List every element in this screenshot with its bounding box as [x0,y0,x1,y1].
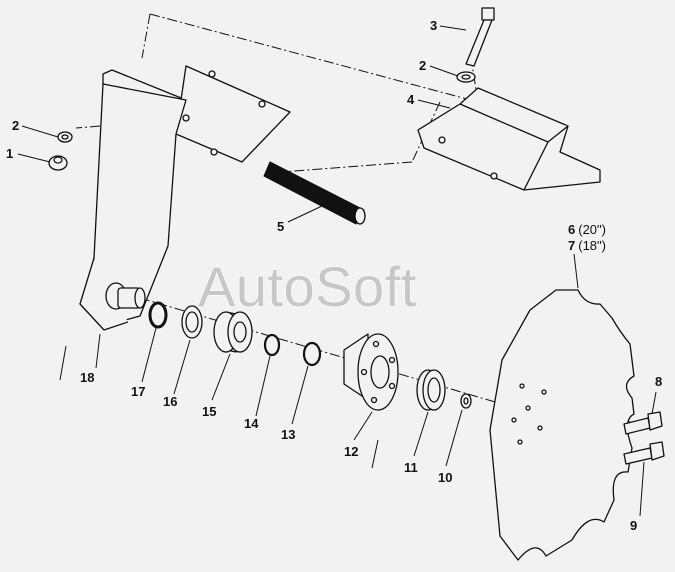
part-9-bolt [623,441,665,465]
part-6-7-disc-blade [489,289,635,561]
callout-7: 7(18") [568,238,606,253]
callout-7-size: (18") [578,238,606,253]
leader-lines [17,25,657,517]
callout-16: 16 [163,394,177,409]
callout-14: 14 [244,416,259,431]
callout-labels: 1 2 3 2 4 5 6(20") 7(18") 8 9 10 11 12 1… [6,18,662,533]
callout-6: 6(20") [568,222,606,237]
callout-6-number: 6 [568,222,575,237]
part-8-bolt [623,411,663,435]
callout-5: 5 [277,219,284,234]
callout-11: 11 [404,460,418,475]
callout-8: 8 [655,374,662,389]
callout-3: 3 [430,18,437,33]
callout-7-number: 7 [568,238,575,253]
part-10-nut [460,393,472,409]
callout-9: 9 [630,518,637,533]
callout-2-right: 2 [419,58,426,73]
callout-1: 1 [6,146,13,161]
part-3-bolt [465,7,495,67]
part-11-race [416,369,446,411]
callout-6-size: (20") [578,222,606,237]
part-18-arm-bracket [79,65,291,331]
part-1-nut [48,155,68,171]
part-12-hub [343,333,399,411]
callout-2-left: 2 [12,118,19,133]
part-17-seal [148,301,168,329]
part-15-bearing [213,311,253,353]
callout-12: 12 [344,444,358,459]
callout-15: 15 [202,404,216,419]
part-14-ring [263,333,281,357]
part-4-clamp-plate [417,87,601,191]
part-13-snap-ring [302,341,322,367]
callout-10: 10 [438,470,452,485]
part-5-pin [263,161,366,225]
part-16-washer [181,305,203,339]
watermark-text: AutoSoft [198,255,417,318]
part-2-washer-left [57,131,73,143]
callout-4: 4 [407,92,415,107]
part-2-washer-right [456,71,476,83]
callout-17: 17 [131,384,145,399]
callout-18: 18 [80,370,94,385]
callout-13: 13 [281,427,295,442]
